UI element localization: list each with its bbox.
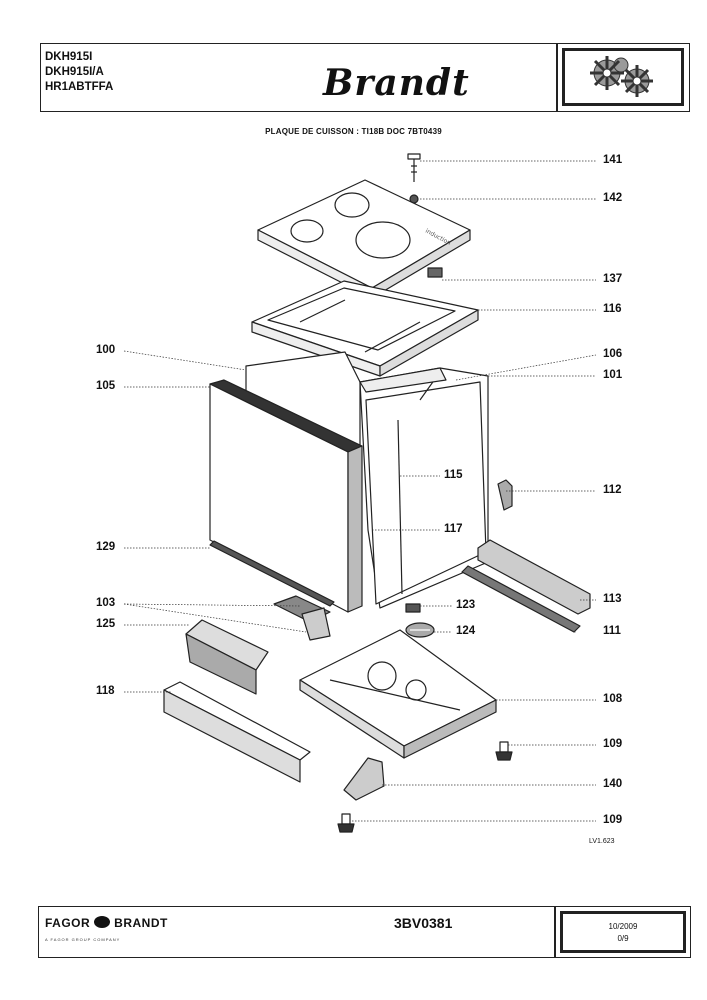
part-140-support (343, 757, 385, 801)
callout-label: 142 (603, 192, 623, 204)
part-cooktop-glass: induction (257, 179, 471, 299)
callout-label: 129 (96, 541, 116, 553)
part-141-knob-screw (407, 153, 421, 182)
model-number: HR1ABTFFA (45, 81, 114, 93)
part-123-clip (405, 603, 421, 613)
leader-lines (123, 160, 597, 822)
callout-label: 101 (603, 369, 623, 381)
callout-label: 106 (603, 348, 623, 360)
callout-label: 117 (444, 523, 463, 535)
part-112-hinge (497, 479, 513, 511)
model-number: DKH915I/A (45, 66, 104, 78)
callout-label: 140 (603, 778, 623, 790)
part-137-clip (427, 267, 443, 278)
part-113-handle (477, 539, 591, 615)
swirl-icon (94, 916, 111, 928)
callout-label: 113 (603, 593, 622, 605)
callout-label: 109 (603, 814, 623, 826)
callout-label: 105 (96, 380, 116, 392)
part-103-bracket (273, 595, 331, 641)
drawing-reference: LV1.623 (589, 838, 615, 845)
part-109-foot (337, 813, 355, 833)
callout-label: 124 (456, 625, 476, 637)
callout-label: 103 (96, 597, 116, 609)
document-title: PLAQUE DE CUISSON : TI18B DOC 7BT0439 (265, 127, 442, 136)
callout-label: 112 (603, 484, 622, 496)
footer-tagline: A FAGOR GROUP COMPANY (45, 937, 121, 942)
callout-label: 108 (603, 693, 623, 705)
callout-label: 100 (96, 344, 116, 356)
callout-label: 137 (603, 273, 623, 285)
callout-label: 111 (603, 625, 621, 637)
callout-label: 116 (603, 303, 622, 315)
part-125-housing (185, 619, 269, 695)
footer-company-left: FAGOR (45, 916, 91, 930)
date-page-box: 10/2009 0/9 (560, 911, 686, 953)
part-111-bar (461, 565, 581, 633)
part-108-base (299, 629, 497, 759)
header-divider (556, 44, 558, 111)
callout-label: 123 (456, 599, 476, 611)
document-date: 10/2009 (608, 922, 638, 931)
part-105-front-panel (209, 379, 363, 613)
part-124-disc (405, 622, 435, 638)
model-list: DKH915I DKH915I/A HR1ABTFFA (45, 50, 113, 95)
footer-box: FAGOR BRANDT A FAGOR GROUP COMPANY 3BV038… (38, 906, 691, 958)
footer-company-logo: FAGOR BRANDT (45, 916, 168, 930)
callout-label: 118 (96, 685, 115, 697)
part-118-plinth (163, 681, 311, 783)
brand-logo: Brandt (323, 62, 470, 104)
footer-divider (554, 907, 556, 957)
part-109-foot (495, 741, 513, 761)
page-number: 0/9 (617, 934, 629, 943)
callout-label: 141 (603, 154, 623, 166)
callout-label: 115 (444, 469, 463, 481)
gears-icon (562, 48, 684, 106)
document-reference-number: 3BV0381 (394, 915, 453, 931)
callout-label: 109 (603, 738, 623, 750)
footer-company-right: BRANDT (114, 916, 168, 930)
part-129-strip (209, 540, 335, 607)
model-number: DKH915I (45, 51, 93, 63)
header-box: DKH915I DKH915I/A HR1ABTFFA Brandt (40, 43, 690, 112)
callout-label: 125 (96, 618, 116, 630)
